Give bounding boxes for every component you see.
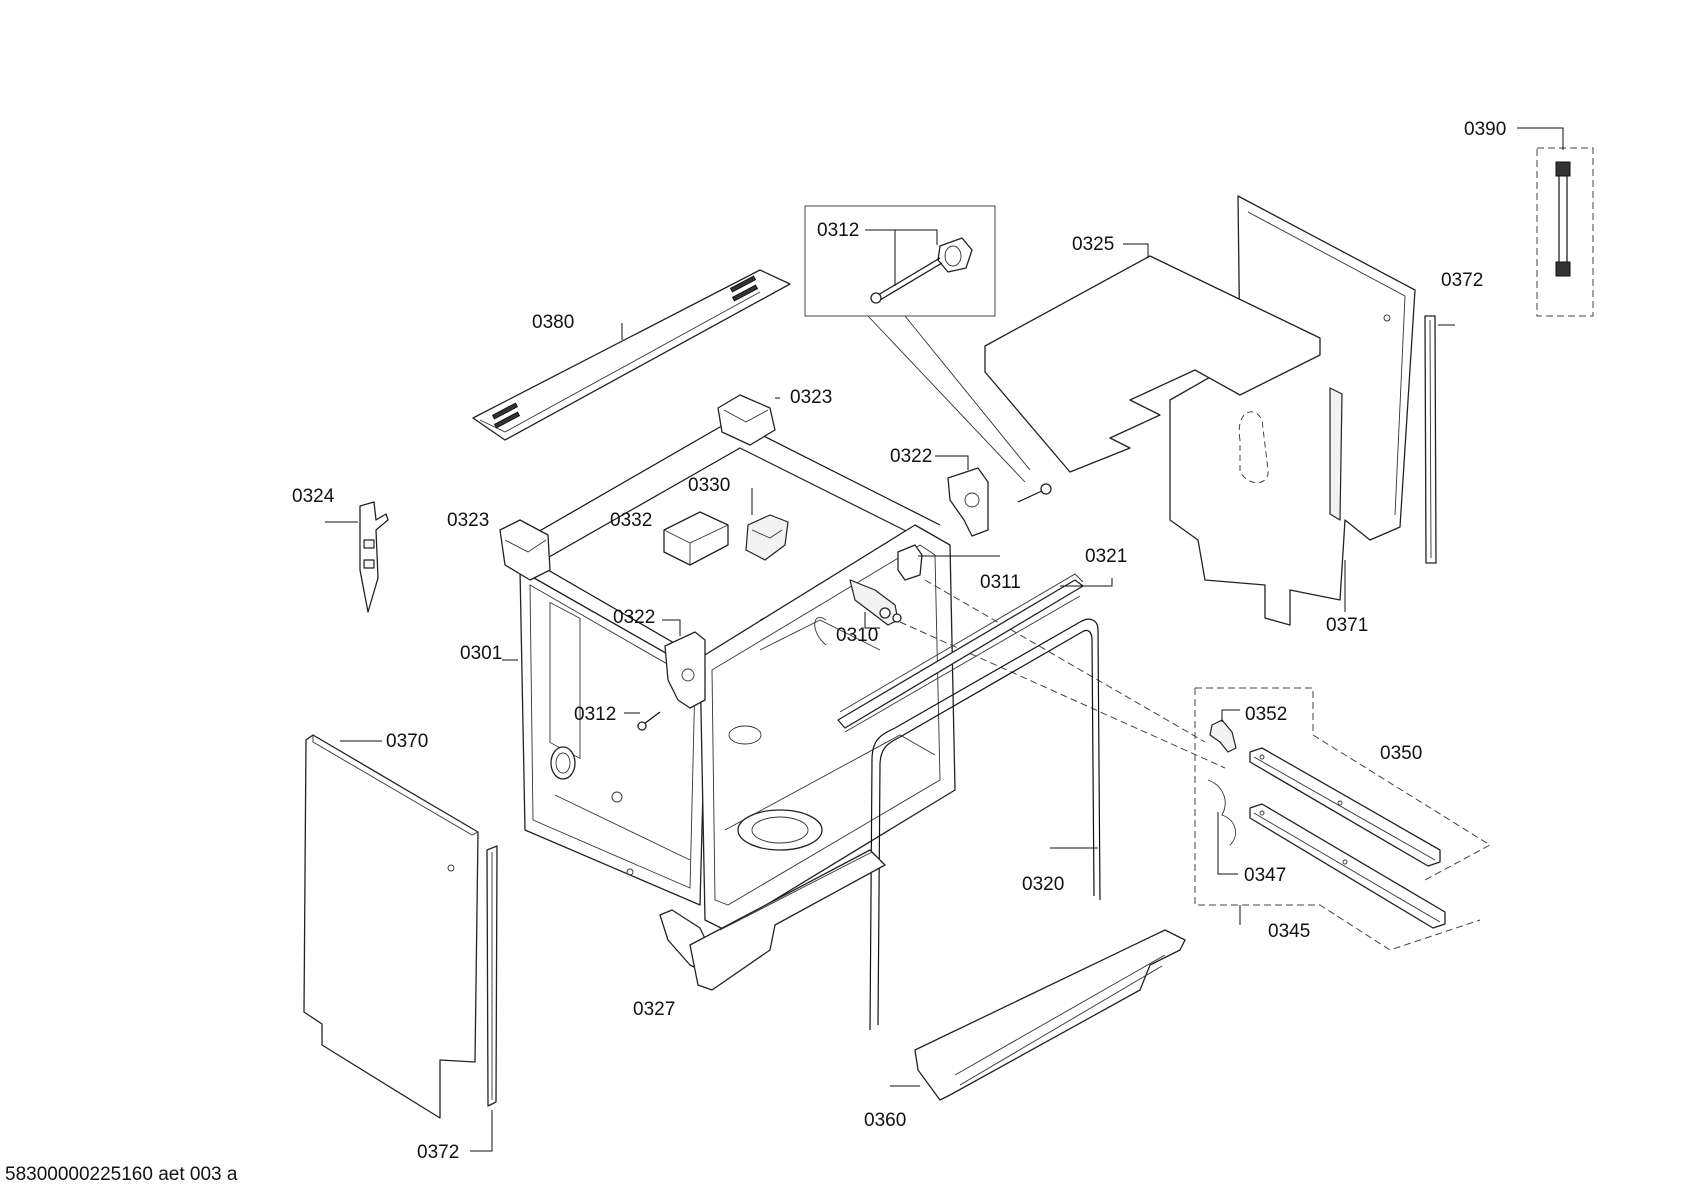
part-0323-top-bracket [717,394,780,446]
label-0322-top: 0322 [890,446,932,467]
label-0332: 0332 [610,510,652,531]
part-0371-side-wall [1169,195,1416,626]
label-0360: 0360 [864,1110,906,1131]
label-0370: 0370 [386,731,428,752]
part-0324-bracket [325,501,389,613]
part-0320-door-seal [844,595,1101,1031]
label-0325: 0325 [1072,234,1114,255]
part-0347-clip [1207,779,1238,875]
part-0322-mid-hinge [662,619,706,709]
part-0301-tub-frame [502,419,956,931]
part-0372-right-strip [1424,315,1455,564]
label-0324: 0324 [292,486,335,507]
label-0312-mid: 0312 [574,704,616,725]
label-0380: 0380 [532,312,574,333]
assembly-dashes [899,579,1226,769]
label-0327: 0327 [633,999,675,1020]
label-0371: 0371 [1326,615,1368,636]
label-0320: 0320 [1022,874,1064,895]
detail-box-0312 [804,205,1031,483]
label-0350: 0350 [1380,743,1422,764]
part-0380-top-plate [472,269,791,441]
drawing-reference: 58300000225160 aet 003 a [5,1164,238,1185]
part-labels: 0390 0312 0325 0372 0380 0323 0322 0324 … [292,119,1506,1163]
label-0347: 0347 [1244,865,1286,886]
label-0321: 0321 [1085,546,1127,567]
part-0352-clip [1209,709,1240,753]
label-0345: 0345 [1268,921,1310,942]
part-0321-gasket-strip [837,573,1113,729]
label-0372-bottom: 0372 [417,1142,459,1163]
label-0310: 0310 [836,625,878,646]
label-0352: 0352 [1245,704,1287,725]
label-0301: 0301 [460,643,502,664]
part-0345-rail [1194,688,1481,951]
part-0311-hinge-arm [897,544,1000,581]
part-0310-hinge [814,579,902,646]
label-0323-top: 0323 [790,387,832,408]
label-0312-top: 0312 [817,220,859,241]
screw-0312-right [1017,483,1052,503]
label-0390: 0390 [1464,119,1506,140]
part-0327-lower-panel [659,849,886,991]
screw-0312-mid [624,711,661,731]
part-0323-left-bracket [499,519,551,581]
part-0390-cable [1517,127,1594,317]
label-0322-mid: 0322 [613,607,655,628]
label-0323-left: 0323 [447,510,489,531]
label-0311: 0311 [980,572,1021,593]
part-0360-toe-kick [890,929,1186,1101]
part-0370-side-panel [303,734,479,1119]
part-0332-module [663,511,729,566]
label-0330: 0330 [688,475,730,496]
label-0372-top: 0372 [1441,270,1483,291]
part-0372-left-strip [470,845,498,1152]
part-0322-top-hinge [935,455,989,537]
part-0350-rail [1195,687,1491,881]
part-0330-module [745,488,789,561]
part-0325-insulation [984,243,1321,473]
